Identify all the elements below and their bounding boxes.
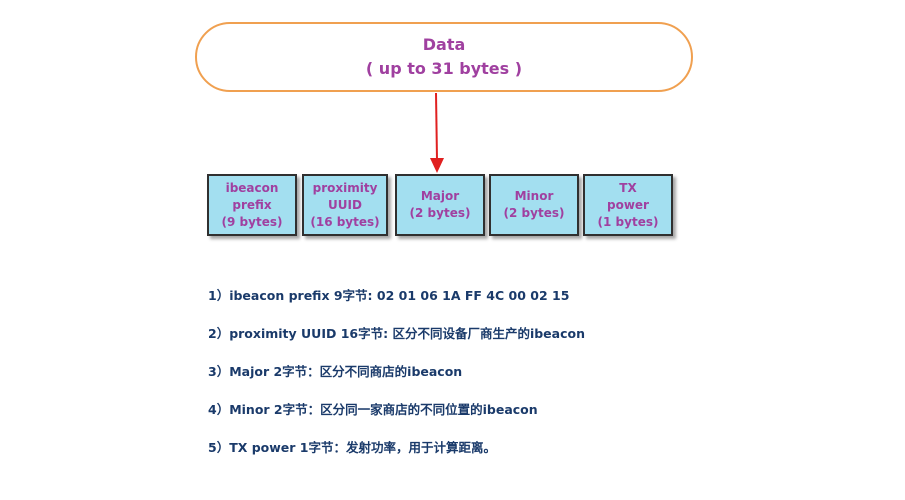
field-label: Minor: [514, 189, 554, 203]
arrow-head: [430, 158, 444, 173]
field-label: ibeacon: [225, 180, 279, 195]
field-label: TX: [619, 180, 637, 195]
field-label: prefix: [232, 197, 272, 212]
field-box-minor: Minor (2 bytes): [489, 174, 579, 236]
note-item: 2）proximity UUID 16字节: 区分不同设备厂商生产的ibeaco…: [208, 326, 585, 341]
note-item: 4）Minor 2字节：区分同一家商店的不同位置的ibeacon: [208, 402, 538, 417]
field-box-ibeacon-prefix: ibeacon prefix (9 bytes): [207, 174, 297, 236]
field-size: (16 bytes): [310, 214, 380, 229]
arrow-line: [435, 92, 438, 161]
data-node-subtitle: ( up to 31 bytes ): [365, 59, 523, 78]
field-label: power: [607, 197, 649, 212]
note-item: 1）ibeacon prefix 9字节: 02 01 06 1A FF 4C …: [208, 288, 570, 303]
field-label: proximity: [312, 180, 378, 195]
field-size: (2 bytes): [503, 206, 565, 220]
field-size: (2 bytes): [409, 206, 471, 220]
note-item: 3）Major 2字节：区分不同商店的ibeacon: [208, 364, 463, 379]
note-item: 5）TX power 1字节：发射功率，用于计算距离。: [208, 440, 496, 455]
field-box-tx-power: TX power (1 bytes): [583, 174, 673, 236]
field-label: Major: [420, 189, 460, 203]
data-node-title: Data: [422, 35, 466, 54]
data-node: Data ( up to 31 bytes ): [195, 22, 693, 92]
field-box-major: Major (2 bytes): [395, 174, 485, 236]
field-notes: 1）ibeacon prefix 9字节: 02 01 06 1A FF 4C …: [208, 288, 585, 478]
field-label: UUID: [328, 197, 362, 212]
field-size: (1 bytes): [597, 214, 659, 229]
field-size: (9 bytes): [221, 214, 283, 229]
field-box-proximity-uuid: proximity UUID (16 bytes): [302, 174, 388, 236]
